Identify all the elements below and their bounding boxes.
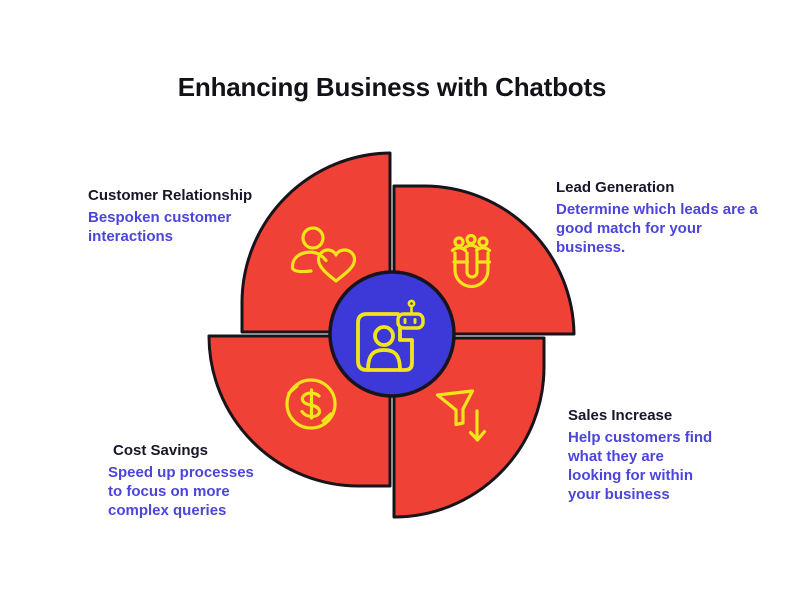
down-arrow: [468, 409, 487, 442]
segment-label-lead-generation: Lead Generation Determine which leads ar…: [556, 179, 758, 257]
chatbot-avatar-icon: [356, 299, 425, 372]
robot-antenna-ball: [407, 299, 416, 308]
lead-head-middle: [465, 233, 477, 246]
segment-description: Determine which leads are a good match f…: [556, 201, 758, 256]
segment-description: Help customers find what they are lookin…: [568, 429, 713, 503]
segment-label-customer-relationship: Customer Relationship Bespoken customer …: [88, 187, 252, 246]
person-shoulders: [290, 250, 328, 274]
segment-title: Lead Generation: [556, 179, 675, 196]
segment-label-cost-savings: Cost Savings Speed up processes to focus…: [108, 442, 254, 520]
dollar-coin-icon: [285, 378, 337, 430]
sales-funnel-icon: [435, 389, 487, 442]
person-head: [301, 226, 325, 250]
segment-title: Sales Increase: [568, 407, 673, 424]
segment-description: Speed up processes to focus on more comp…: [108, 464, 254, 519]
avatar-head: [373, 325, 395, 347]
lead-shoulders: [450, 243, 492, 253]
page-title: Enhancing Business with Chatbots: [177, 72, 607, 102]
photo-frame: [356, 312, 414, 372]
heart-shape: [316, 248, 357, 283]
dollar-sign: [300, 388, 322, 420]
magnet-shape: [452, 251, 492, 289]
segment-title: Customer Relationship: [88, 187, 253, 204]
coin-ticks: [287, 384, 333, 423]
robot-eyes: [403, 318, 417, 324]
lead-head-right: [477, 236, 489, 248]
segment-title: Cost Savings: [113, 442, 209, 459]
segment-label-sales-increase: Sales Increase Help customers find what …: [568, 407, 712, 504]
funnel-shape: [435, 389, 475, 427]
person-heart-icon: [290, 226, 357, 283]
magnet-leads-icon: [450, 233, 492, 289]
robot-head: [396, 312, 425, 330]
segment-description: Bespoken customer interactions: [88, 209, 232, 245]
avatar-shoulders: [366, 348, 402, 372]
coin-circle: [285, 378, 337, 430]
lead-head-left: [453, 236, 465, 248]
